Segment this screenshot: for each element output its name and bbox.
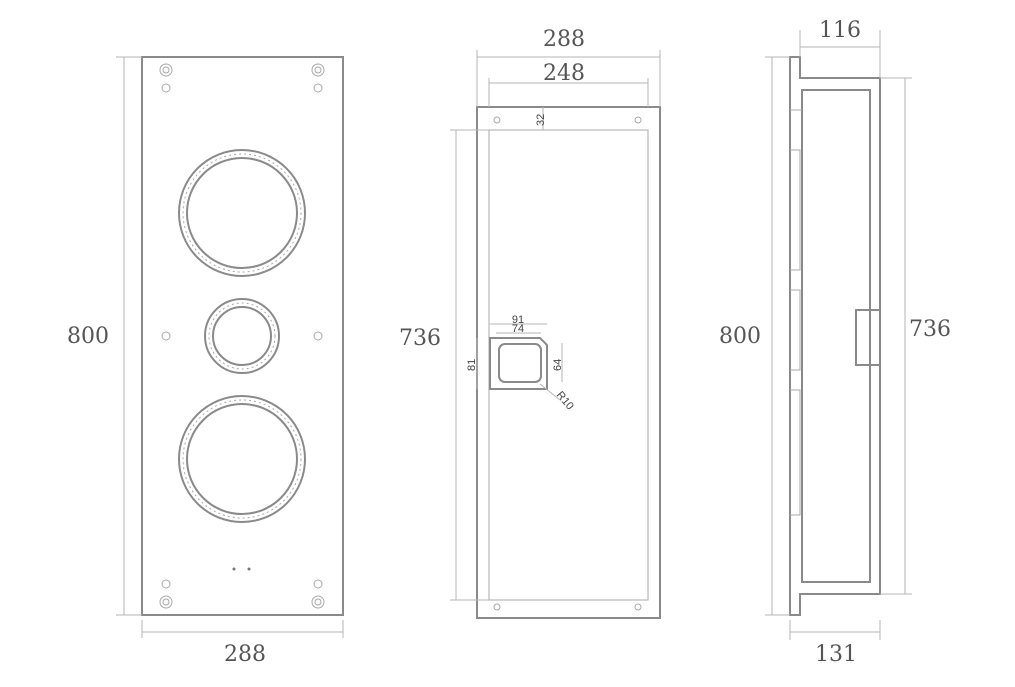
- height-label: 800: [67, 324, 109, 349]
- front-view: 800 288: [67, 56, 344, 667]
- offset-label: 32: [535, 114, 547, 126]
- inner-width-label: 248: [543, 61, 585, 86]
- screw-holes: [159, 63, 325, 609]
- outer-width-label: 288: [543, 27, 585, 52]
- woofer-bottom: [178, 395, 306, 523]
- height-label: 800: [719, 324, 761, 349]
- height-label: 736: [399, 326, 441, 351]
- terminal-cutout: 91 74 81 64 R10: [466, 314, 576, 412]
- cutout-outer-height-label: 81: [466, 359, 478, 371]
- cutout-inner-height-label: 64: [552, 359, 564, 371]
- width-label: 288: [224, 642, 266, 667]
- cutout-inner-width-label: 74: [512, 323, 524, 335]
- woofer-top: [178, 149, 306, 277]
- dimension-width: 288: [141, 620, 344, 667]
- box-height-label: 736: [909, 317, 951, 342]
- dimension-height: 800: [67, 56, 142, 616]
- tweeter: [204, 298, 280, 374]
- side-view: 116 800 736 131: [719, 18, 951, 667]
- cutout-outer-width-label: 91: [512, 314, 524, 326]
- depth-bottom-label: 131: [815, 642, 857, 667]
- back-box-view: 288 248 32 736 91 74 81 64 R10: [399, 27, 661, 619]
- front-panel: [141, 56, 344, 616]
- cutout-radius-label: R10: [554, 389, 576, 412]
- depth-top-label: 116: [819, 18, 861, 43]
